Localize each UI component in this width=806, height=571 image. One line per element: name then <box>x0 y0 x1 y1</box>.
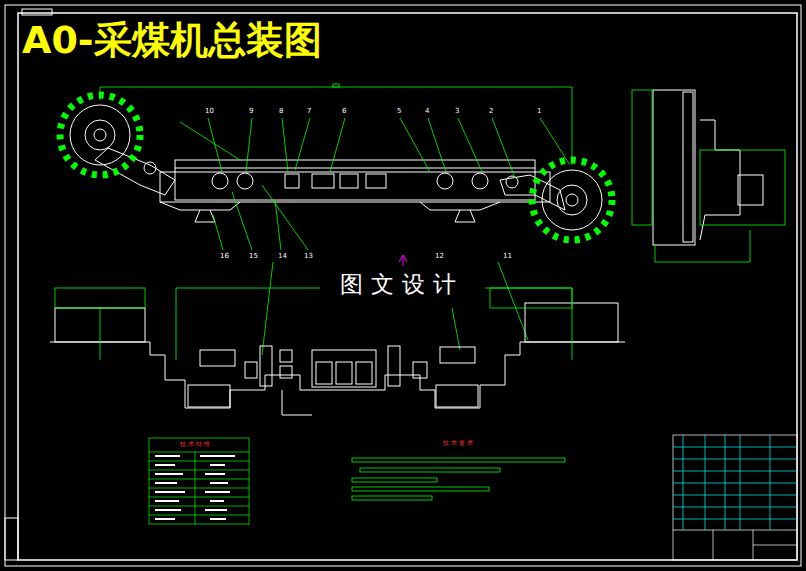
table-heading: 技术要求 <box>443 440 475 447</box>
drawing-frame <box>18 13 797 560</box>
watermark: 图文设计 <box>338 272 466 297</box>
dimension-lines <box>100 84 572 165</box>
callout-number: 10 <box>205 108 214 116</box>
center-mark <box>399 255 407 266</box>
callout-number: 13 <box>304 253 313 261</box>
callout-number: 15 <box>249 253 258 261</box>
callout-number: 2 <box>489 108 493 116</box>
callout-number: 11 <box>503 253 512 261</box>
sheet-border <box>5 5 801 566</box>
plan-view <box>50 303 625 415</box>
callout-number: 14 <box>278 253 287 261</box>
callout-number: 3 <box>455 108 459 116</box>
title-block <box>673 435 797 560</box>
table-heading: 技术特性 <box>180 441 212 448</box>
requirement-lines <box>352 458 565 500</box>
callout-number: 16 <box>220 253 229 261</box>
frame-tab <box>22 9 52 15</box>
drum-picks <box>60 95 612 240</box>
spec-table <box>149 438 249 524</box>
callout-number: 5 <box>397 108 401 116</box>
table-text-bars <box>155 455 235 520</box>
plan-view-lines <box>55 288 572 360</box>
callout-number: 7 <box>307 108 311 116</box>
elevation-view <box>70 105 602 230</box>
callout-number: 8 <box>279 108 283 116</box>
leader-lines <box>180 118 570 355</box>
callout-number: 9 <box>249 108 253 116</box>
callout-number: 1 <box>537 108 541 116</box>
drawing-title: A0-采煤机总装图 <box>22 20 322 62</box>
side-tab <box>5 518 18 560</box>
side-view <box>653 90 763 245</box>
side-view-lines <box>632 90 785 262</box>
callout-number: 6 <box>342 108 346 116</box>
callout-number: 12 <box>435 253 444 261</box>
callout-number: 4 <box>425 108 429 116</box>
